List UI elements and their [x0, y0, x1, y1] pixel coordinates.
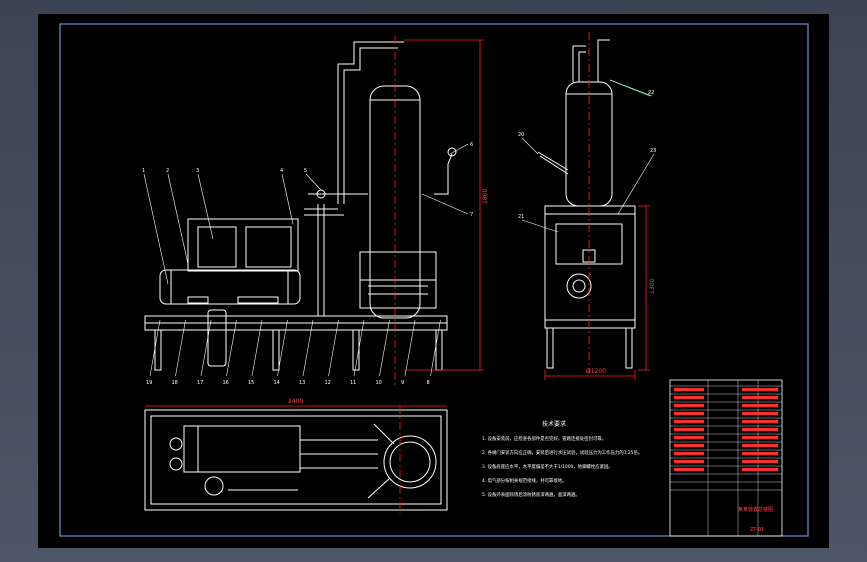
top-drum	[183, 425, 301, 473]
front-part-label: 7	[470, 212, 473, 218]
front-bottom-label: 12	[325, 380, 331, 386]
front-part-label: 4	[280, 168, 283, 174]
front-part-label: 3	[196, 168, 199, 174]
front-bottom-label: 11	[350, 380, 356, 386]
side-width-label: Ø1200	[586, 368, 606, 375]
side-part-labels: 20 21 22 23	[518, 79, 656, 233]
front-leg	[352, 329, 360, 371]
front-horizontal-drum	[159, 269, 301, 305]
front-leg	[435, 329, 443, 371]
side-part-label: 21	[518, 214, 524, 220]
front-bottom-label: 15	[248, 380, 254, 386]
front-bottom-label: 18	[172, 380, 178, 386]
top-tank-plan	[169, 437, 183, 451]
front-bottom-label: 16	[223, 380, 229, 386]
front-leg	[272, 329, 280, 371]
front-part-label: 2	[166, 168, 169, 174]
side-leg	[625, 327, 633, 369]
side-part-label: 20	[518, 132, 524, 138]
note-line: 3. 设备底座应水平，水平度偏差不大于1/1000，地脚螺栓应紧固。	[482, 463, 613, 470]
title-block-title: 某某装置总装图	[738, 506, 773, 513]
front-bottom-labels: 19 18 17 16 15 14 13 12 11 10 9 8	[146, 319, 441, 386]
title-block: 某某装置总装图 ZT-01	[669, 379, 783, 537]
front-part-labels: 1 2 3 4 5 6 7	[142, 142, 473, 285]
front-view	[144, 41, 457, 371]
front-pipe	[337, 41, 404, 204]
side-flange	[566, 273, 592, 299]
top-view	[144, 409, 448, 511]
front-unit-box	[187, 218, 299, 272]
front-bottom-label: 13	[299, 380, 305, 386]
top-small-tank	[204, 476, 224, 496]
title-block-drawing-no: ZT-01	[750, 527, 764, 533]
front-small-tank	[207, 309, 227, 367]
top-width-label: 2400	[288, 398, 303, 405]
front-bottom-label: 19	[146, 380, 152, 386]
note-line: 4. 电气部分按相关规范接线，并可靠接地。	[482, 477, 567, 484]
front-bottom-label: 14	[274, 380, 280, 386]
side-dimensions	[544, 205, 650, 380]
notes-heading: 技术要求	[542, 420, 566, 428]
note-line: 5. 设备外表面除锈后涂防锈底漆两遍，面漆两遍。	[482, 491, 580, 498]
front-gauge	[447, 147, 457, 157]
side-view	[537, 39, 636, 369]
front-bottom-label: 8	[427, 380, 430, 386]
front-bottom-label: 17	[197, 380, 203, 386]
front-bottom-label: 9	[401, 380, 404, 386]
note-line: 1. 设备安装前，应检查各部件是否完好，管路连接处密封可靠。	[482, 435, 606, 442]
inner-frame	[59, 23, 809, 537]
side-part-label: 22	[648, 90, 654, 96]
side-part-label: 23	[650, 148, 656, 154]
front-height-label: 1800	[482, 189, 489, 204]
front-pipe	[343, 47, 398, 204]
side-leg	[546, 327, 554, 369]
top-base-frame	[144, 409, 448, 511]
side-height-label: 1300	[649, 279, 656, 294]
front-part-label: 6	[470, 142, 473, 148]
front-bottom-label: 10	[376, 380, 382, 386]
front-height-dimension	[404, 39, 484, 371]
front-leg	[154, 329, 162, 371]
note-line: 2. 各阀门安装方向应正确，安装后进行水压试验，试验压力为工作压力的1.25倍。	[482, 449, 642, 456]
front-part-label: 1	[142, 168, 145, 174]
top-vertical-tank-plan	[383, 435, 437, 489]
front-part-label: 5	[304, 168, 307, 174]
technical-notes: 1. 设备安装前，应检查各部件是否完好，管路连接处密封可靠。 2. 各阀门安装方向…	[482, 435, 642, 498]
